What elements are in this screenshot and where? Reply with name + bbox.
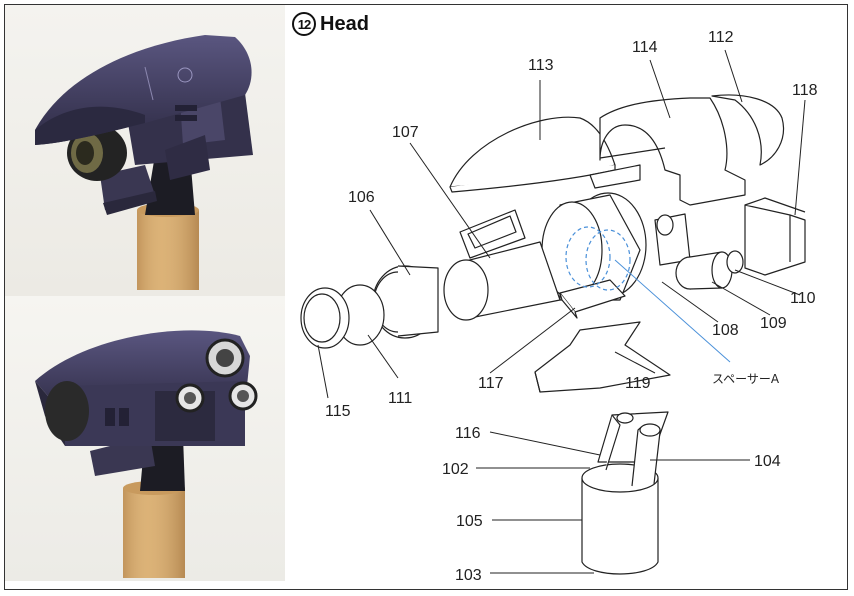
callout-118: 118 bbox=[792, 82, 818, 99]
section-number-badge: 12 bbox=[292, 12, 316, 36]
part-118-rear-block bbox=[744, 197, 806, 276]
section-title: 12 Head bbox=[292, 10, 369, 38]
callout-112: 112 bbox=[708, 29, 734, 46]
spacer-a-outline bbox=[565, 226, 631, 291]
callout-109: 109 bbox=[760, 315, 787, 332]
callout-113: 113 bbox=[528, 57, 554, 74]
part-115-ring bbox=[300, 284, 385, 349]
callout-116: 116 bbox=[455, 425, 481, 442]
part-117-wedge bbox=[559, 279, 626, 319]
callout-110: 110 bbox=[790, 290, 816, 307]
callout-spacer-a: スペーサーA bbox=[712, 372, 780, 386]
part-113-canopy bbox=[449, 116, 616, 193]
callout-117: 117 bbox=[478, 375, 504, 392]
callout-107: 107 bbox=[392, 124, 419, 141]
section-title-text: Head bbox=[320, 12, 369, 35]
callout-108: 108 bbox=[712, 322, 739, 339]
spacer-a-leader bbox=[614, 259, 731, 363]
photo-front-view bbox=[5, 296, 285, 581]
photo-side-view bbox=[5, 5, 285, 296]
part-114-main-shell bbox=[589, 97, 746, 206]
part-112-cap bbox=[711, 94, 784, 166]
part-102-neck-post bbox=[616, 412, 634, 424]
part-106-lens-barrel bbox=[443, 241, 561, 321]
part-111-ring bbox=[372, 265, 439, 339]
callout-106: 106 bbox=[348, 189, 375, 206]
part-104-neck-rod bbox=[631, 423, 661, 487]
callout-115: 115 bbox=[325, 403, 351, 420]
part-core-cylinder bbox=[541, 192, 691, 301]
callout-111: 111 bbox=[388, 390, 412, 407]
callout-103: 103 bbox=[455, 567, 482, 584]
part-119-lower-plate bbox=[534, 321, 671, 393]
callout-114: 114 bbox=[632, 39, 658, 56]
part-107-side-box bbox=[459, 209, 526, 259]
part-109-cylinder bbox=[675, 251, 733, 290]
callout-102: 102 bbox=[442, 461, 469, 478]
callout-104: 104 bbox=[754, 453, 781, 470]
leader-lines bbox=[317, 49, 806, 574]
part-110-cylinder bbox=[726, 250, 744, 274]
callout-105: 105 bbox=[456, 513, 483, 530]
callout-119: 119 bbox=[625, 375, 651, 392]
wooden-stand-bottom bbox=[123, 481, 185, 578]
